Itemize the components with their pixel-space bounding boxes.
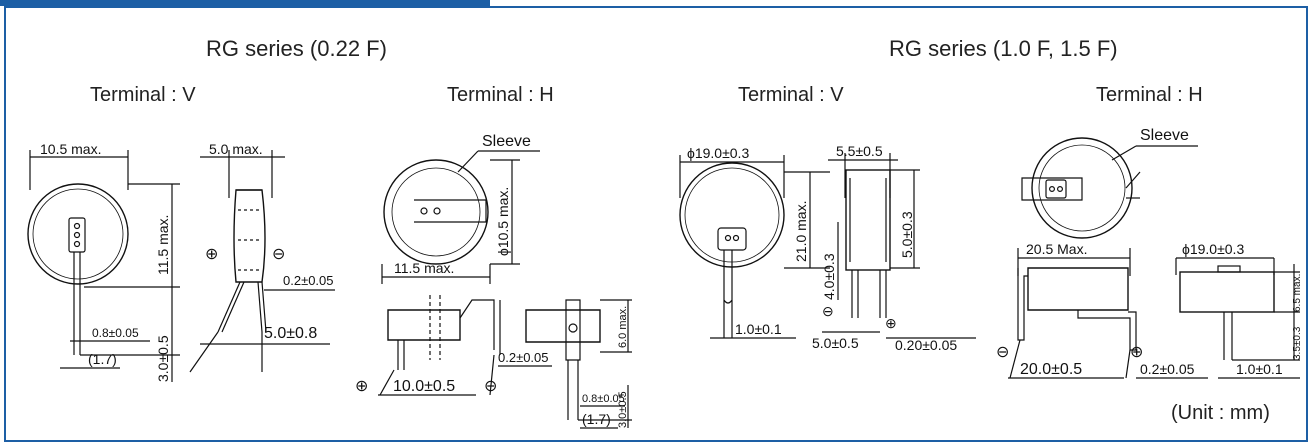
sleeve-label: Sleeve — [482, 133, 531, 150]
dim-r-diameter-text: ϕ19.0±0.3 — [687, 145, 749, 161]
dim-thickness-text: 5.0 max. — [209, 141, 263, 157]
minus-mark-r: ⊖ — [822, 303, 834, 319]
plus-mark-h: ⊕ — [355, 378, 368, 395]
dim-r-lead-width-text: 1.0±0.1 — [735, 321, 782, 337]
dim-h-height-text: 6.0 max. — [617, 306, 629, 348]
terminal-v-label-left: Terminal : V — [90, 84, 196, 106]
dim-r-lead-offset-text: 4.0±0.3 — [821, 253, 837, 300]
sleeve-label-r: Sleeve — [1140, 127, 1189, 144]
minus-mark-h: ⊖ — [484, 378, 497, 395]
dim-rh-height-text: 6.5 max. — [1292, 274, 1303, 312]
minus-mark-rh: ⊖ — [996, 344, 1009, 361]
dim-h-lead-text: 0.2±0.05 — [498, 350, 549, 365]
rg022-terminal-v-side-drawing: 5.0 max. 0.2±0.05 5.0±0.8 ⊕ ⊖ — [189, 141, 335, 373]
left-series-title: RG series (0.22 F) — [206, 36, 387, 61]
dim-lead-spacing-text: 5.0±0.8 — [264, 325, 317, 342]
dim-lead-length-text: 3.0±0.5 — [155, 335, 171, 382]
terminal-v-label-right: Terminal : V — [738, 84, 844, 106]
dim-h-lead-width-text: 0.8±0.05 — [582, 393, 625, 405]
dim-h-spacing-text: 10.0±0.5 — [393, 378, 455, 395]
dim-rh-width-text: 20.5 Max. — [1026, 241, 1087, 257]
plus-mark-r: ⊕ — [885, 315, 897, 331]
dim-r-spacing-text: 5.0±0.5 — [812, 335, 859, 351]
dim-h-diameter-text: ϕ10.5 max. — [495, 187, 511, 256]
dim-lead-width-text: 0.8±0.05 — [92, 326, 139, 340]
terminal-h-label-left: Terminal : H — [447, 84, 554, 106]
dim-h-pitch-text: (1.7) — [582, 411, 611, 427]
dim-rh-diameter-text: ϕ19.0±0.3 — [1182, 241, 1244, 257]
dim-r-body-text: 5.0±0.3 — [899, 211, 915, 258]
dim-height-text: 11.5 max. — [155, 215, 171, 275]
rg022-terminal-v-drawing: 10.5 max. 11.5 max. 3.0±0.5 0.8±0.05 (1.… — [27, 141, 180, 382]
terminal-h-label-right: Terminal : H — [1096, 84, 1203, 106]
rg1f-terminal-v-drawing: ϕ19.0±0.3 1.0±0.1 21.0 max. 5.5±0.5 4.0±… — [679, 143, 976, 353]
plus-mark: ⊕ — [205, 246, 218, 263]
dim-lead-thickness-text: 0.2±0.05 — [283, 273, 334, 288]
diagram-frame — [4, 6, 1308, 442]
dim-r-thickness-text: 5.5±0.5 — [836, 143, 883, 159]
dim-rh-spacing-text: 20.0±0.5 — [1020, 361, 1082, 378]
rg022-terminal-h-drawing: Sleeve 11.5 max. ϕ10.5 max. 10.0±0.5 0.2… — [355, 133, 632, 429]
plus-mark-rh: ⊕ — [1130, 344, 1143, 361]
rg1f-terminal-h-drawing: Sleeve 20.5 Max. 20.0±0.5 0.2±0.05 ⊖ ⊕ ϕ… — [996, 127, 1303, 379]
dim-r-height-text: 21.0 max. — [793, 201, 809, 262]
dim-rh-lead-text: 0.2±0.05 — [1140, 361, 1195, 377]
unit-note: (Unit : mm) — [1171, 402, 1270, 424]
minus-mark: ⊖ — [272, 246, 285, 263]
right-series-title: RG series (1.0 F, 1.5 F) — [889, 36, 1118, 61]
dim-r-lead-thickness-text: 0.20±0.05 — [895, 337, 957, 353]
dim-rh-lead-width-text: 1.0±0.1 — [1236, 361, 1283, 377]
dim-h-width-text: 11.5 max. — [394, 260, 454, 276]
header-accent-bar — [0, 0, 490, 6]
dim-rh-lead-length-text: 3.5±0.3 — [1292, 326, 1303, 360]
dim-h-lead-length-text: 3.0±0.5 — [617, 391, 629, 428]
dim-width-text: 10.5 max. — [40, 141, 101, 157]
dim-pitch-text: (1.7) — [88, 351, 117, 367]
